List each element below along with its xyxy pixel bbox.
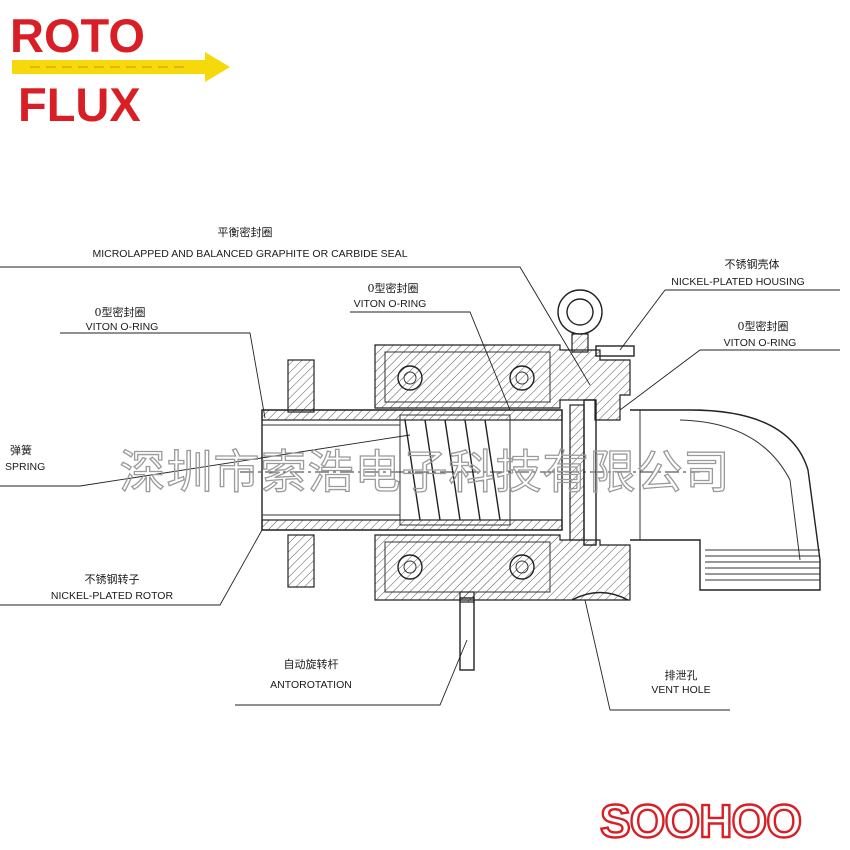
label-oring-center-en: VITON O-RING <box>354 298 427 310</box>
lifting-eye <box>557 289 635 357</box>
bearing-upper-left <box>397 365 423 391</box>
label-housing-en: NICKEL-PLATED HOUSING <box>671 276 804 288</box>
label-oring-right-en: VITON O-RING <box>724 337 797 349</box>
label-rotor-cn: 不锈钢转子 <box>85 572 140 586</box>
logo-text-flux: FLUX <box>18 78 141 131</box>
leader-lines <box>0 266 840 711</box>
bearing-lower-left <box>397 554 423 580</box>
labels: 平衡密封圈 MICROLAPPED AND BALANCED GRAPHITE … <box>5 225 805 696</box>
logo-text-roto: ROTO <box>10 9 145 62</box>
bearing-lower-right <box>509 554 535 580</box>
bearing-upper-right <box>509 365 535 391</box>
label-seal-cn: 平衡密封圈 <box>218 225 273 239</box>
label-antirotation-en: ANTOROTATION <box>270 679 352 691</box>
mechanical-drawing <box>240 289 821 671</box>
label-seal-en: MICROLAPPED AND BALANCED GRAPHITE OR CAR… <box>92 248 407 260</box>
logo-arrow <box>12 52 230 82</box>
soohoo-logo: SOOHOO <box>599 794 803 848</box>
label-housing-cn: 不锈钢壳体 <box>725 257 780 271</box>
spring <box>399 414 511 526</box>
label-spring-en: SPRING <box>5 461 45 473</box>
label-rotor-en: NICKEL-PLATED ROTOR <box>51 590 174 602</box>
company-watermark: 深圳市索浩电子科技有限公司 <box>120 445 731 499</box>
outlet-thread <box>705 549 820 581</box>
label-vent-cn: 排泄孔 <box>665 668 698 682</box>
antirotation-pin <box>459 597 475 671</box>
label-oring-right-cn: 0型密封圈 <box>738 319 789 333</box>
soohoo-logo-text: SOOHOO <box>600 795 801 847</box>
label-oring-left-en: VITON O-RING <box>86 321 159 333</box>
label-vent-en: VENT HOLE <box>651 684 710 696</box>
rotoflux-logo: ROTO FLUX <box>10 9 230 131</box>
label-oring-left-cn: 0型密封圈 <box>95 305 146 319</box>
label-spring-cn: 弹簧 <box>10 443 32 457</box>
label-oring-center-cn: 0型密封圈 <box>368 281 419 295</box>
label-antirotation-cn: 自动旋转杆 <box>284 657 339 671</box>
